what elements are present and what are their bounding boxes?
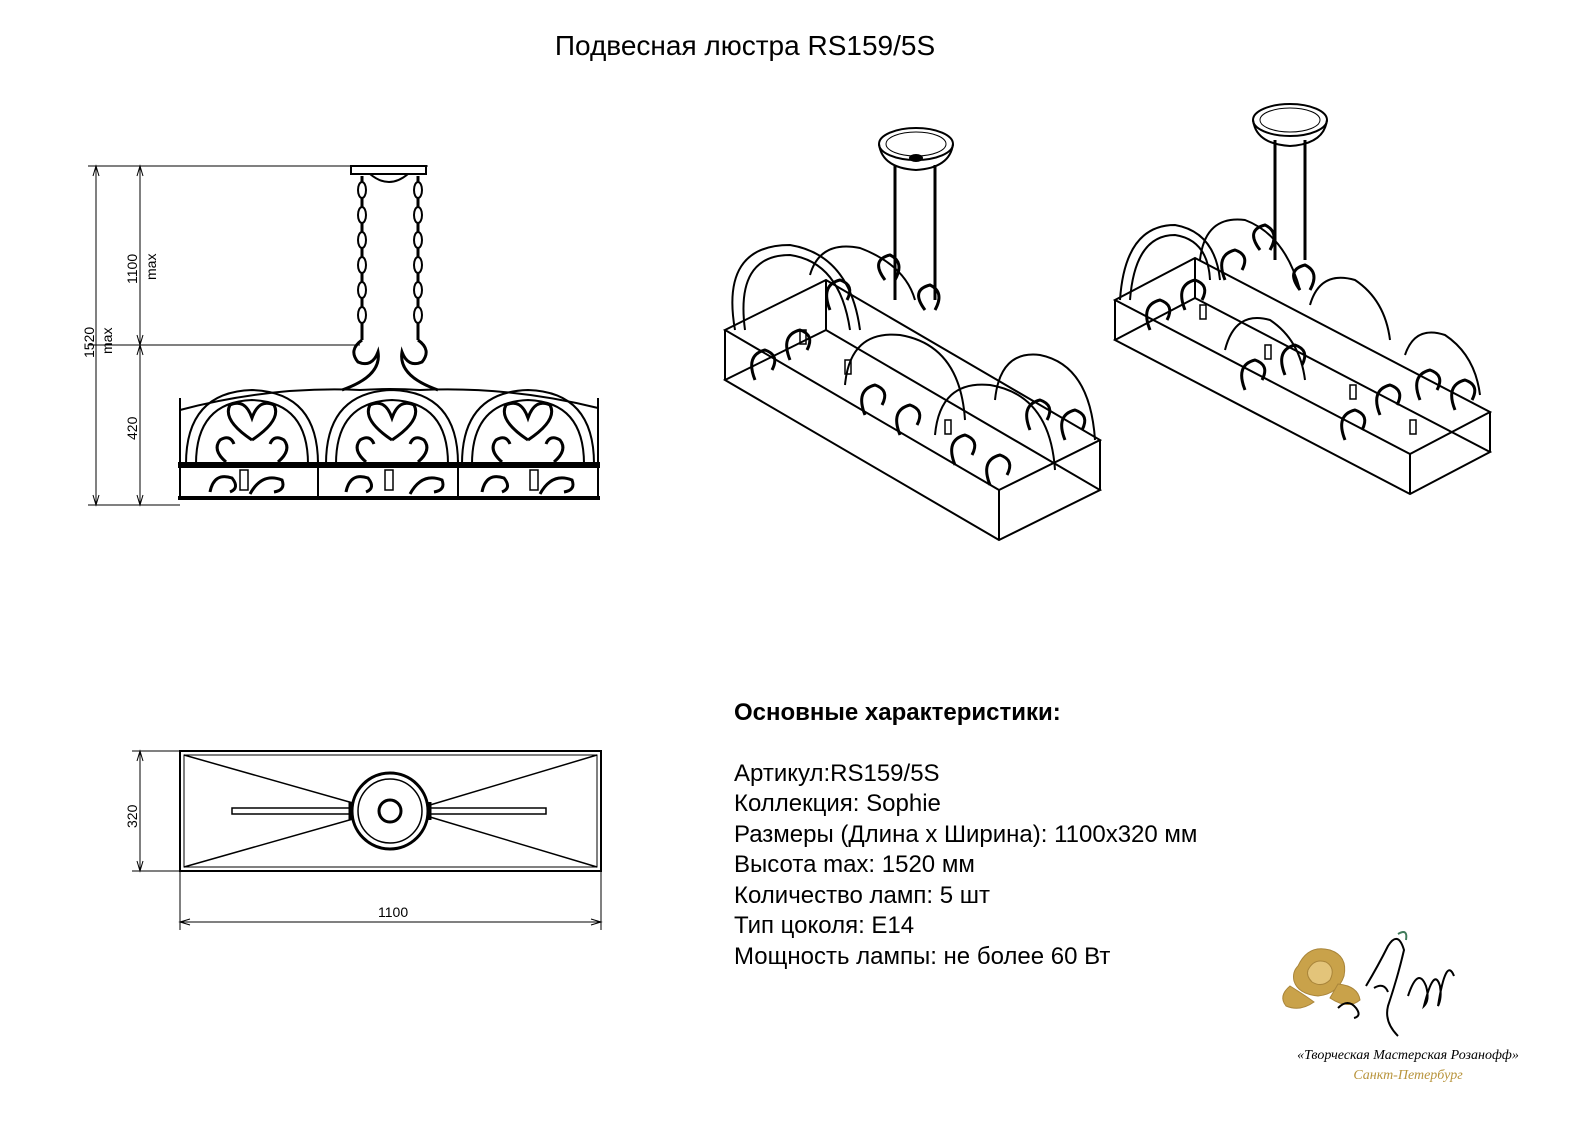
brand-city: Санкт-Петербург <box>1353 1068 1463 1083</box>
dim-suspension-note: max <box>143 254 159 280</box>
brand-name: «Творческая Мастерская Розанофф» <box>1297 1048 1519 1063</box>
dim-suspension-height: 1100 <box>124 254 140 284</box>
spec-socket: Тип цоколя: E14 <box>734 912 915 939</box>
dim-total-height-note: max <box>99 328 115 354</box>
top-view <box>179 750 602 872</box>
rose-logo-icon <box>1282 931 1455 1037</box>
dim-total-height: 1520 <box>81 327 97 358</box>
isometric-view-left <box>722 127 1103 542</box>
isometric-view-right <box>1112 103 1493 496</box>
front-view <box>178 165 600 500</box>
spec-article: Артикул:RS159/5S <box>734 759 940 787</box>
brand-logo: «Творческая Мастерская Розанофф» Санкт-П… <box>1248 926 1568 1096</box>
specs-heading: Основные характеристики: <box>734 699 1061 726</box>
page-title: Подвесная люстра RS159/5S <box>554 30 936 61</box>
top-view-dimensions <box>132 749 603 930</box>
dim-width: 320 <box>124 804 140 828</box>
spec-dimensions: Размеры (Длина х Ширина): 1100x320 мм <box>734 820 1198 848</box>
front-view-dimensions <box>88 164 428 507</box>
spec-lamp-count: Количество ламп: 5 шт <box>734 881 990 909</box>
spec-collection: Коллекция: Sophie <box>734 790 941 817</box>
dim-body-height: 420 <box>124 416 140 440</box>
specs-block: Основные характеристики: Артикул:RS159/5… <box>734 698 1197 972</box>
spec-power: Мощность лампы: не более 60 Вт <box>734 942 1111 970</box>
spec-height: Высота max: 1520 мм <box>734 851 975 878</box>
dim-length: 1100 <box>378 904 408 920</box>
